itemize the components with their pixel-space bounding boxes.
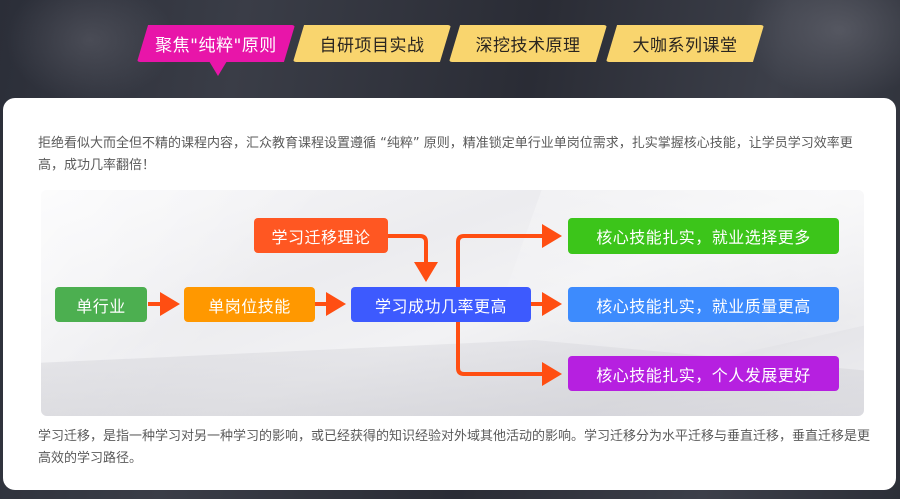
node-success-rate: 学习成功几率更高: [351, 287, 531, 322]
node-label: 核心技能扎实，个人发展更好: [596, 365, 811, 385]
tab-pure-principle[interactable]: 聚焦"纯粹"原则: [137, 25, 295, 62]
node-label: 核心技能扎实，就业质量更高: [596, 296, 811, 316]
tab-expert-classes[interactable]: 大咖系列课堂: [606, 25, 764, 62]
node-single-industry: 单行业: [55, 287, 147, 322]
tab-self-developed-projects[interactable]: 自研项目实战: [293, 25, 451, 62]
node-single-post-skill: 单岗位技能: [184, 287, 315, 322]
node-transfer-theory: 学习迁移理论: [254, 218, 388, 253]
tab-label: 深挖技术原理: [475, 36, 581, 56]
tab-bar: 聚焦"纯粹"原则 自研项目实战 深挖技术原理 大咖系列课堂: [0, 0, 900, 90]
node-label: 核心技能扎实，就业选择更多: [596, 228, 811, 247]
active-tab-pointer: [209, 61, 227, 76]
node-outcome-personal: 核心技能扎实，个人发展更好: [568, 356, 839, 391]
node-label: 学习成功几率更高: [374, 296, 507, 316]
node-outcome-quality: 核心技能扎实，就业质量更高: [568, 287, 839, 322]
tab-label: 自研项目实战: [319, 36, 425, 56]
tab-label: 聚焦"纯粹"原则: [155, 36, 277, 56]
intro-paragraph: 拒绝看似大而全但不精的课程内容，汇众教育课程设置遵循 “纯粹” 原则，精准锁定单…: [38, 136, 853, 173]
tab-shape: [293, 25, 451, 62]
tab-shape: [606, 25, 764, 62]
node-outcome-choice: 核心技能扎实，就业选择更多: [568, 218, 839, 254]
footer-paragraph: 学习迁移，是指一种学习对另一种学习的影响，或已经获得的知识经验对外域其他活动的影…: [38, 429, 871, 466]
node-label: 学习迁移理论: [271, 227, 371, 247]
node-label: 单岗位技能: [208, 296, 291, 316]
tab-shape: [137, 25, 295, 62]
tab-label: 大咖系列课堂: [632, 36, 738, 56]
node-label: 单行业: [76, 296, 126, 316]
tab-tech-principles[interactable]: 深挖技术原理: [449, 25, 607, 62]
tab-shape: [449, 25, 607, 62]
